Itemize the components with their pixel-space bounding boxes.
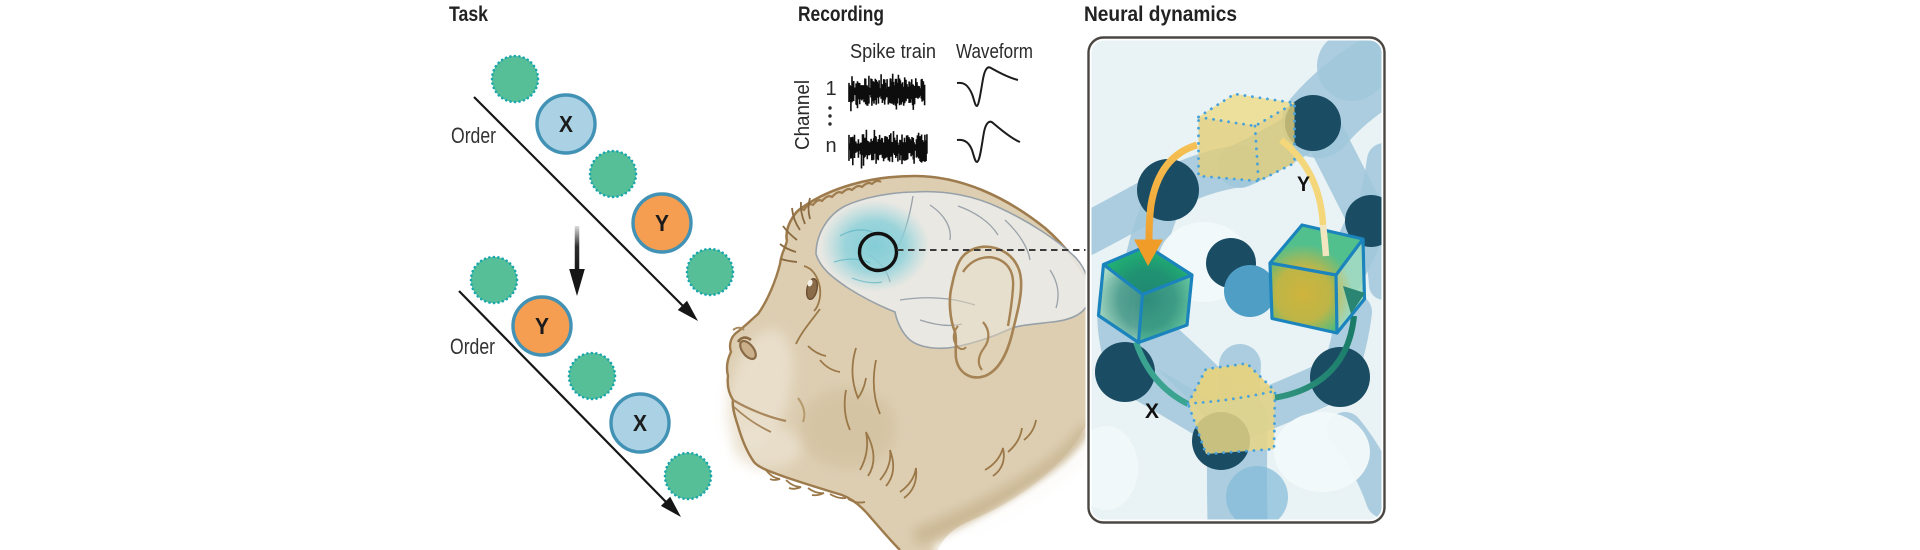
svg-text:Neural dynamics: Neural dynamics bbox=[1084, 3, 1237, 26]
svg-text:Order: Order bbox=[450, 334, 495, 359]
svg-text:X: X bbox=[1145, 400, 1159, 423]
svg-text:Recording: Recording bbox=[798, 3, 884, 26]
svg-text:Task: Task bbox=[449, 3, 488, 26]
svg-text:n: n bbox=[825, 135, 836, 157]
svg-text:Y: Y bbox=[535, 313, 549, 339]
svg-text:Order: Order bbox=[451, 123, 496, 148]
svg-text:Y: Y bbox=[1297, 173, 1310, 196]
svg-text:Waveform: Waveform bbox=[956, 41, 1033, 63]
svg-text:Spike train: Spike train bbox=[850, 41, 936, 63]
svg-text:1: 1 bbox=[825, 78, 836, 100]
svg-text:X: X bbox=[559, 111, 574, 137]
svg-text:Channel: Channel bbox=[792, 80, 814, 150]
svg-text:X: X bbox=[633, 410, 648, 436]
svg-text:Y: Y bbox=[655, 210, 669, 236]
